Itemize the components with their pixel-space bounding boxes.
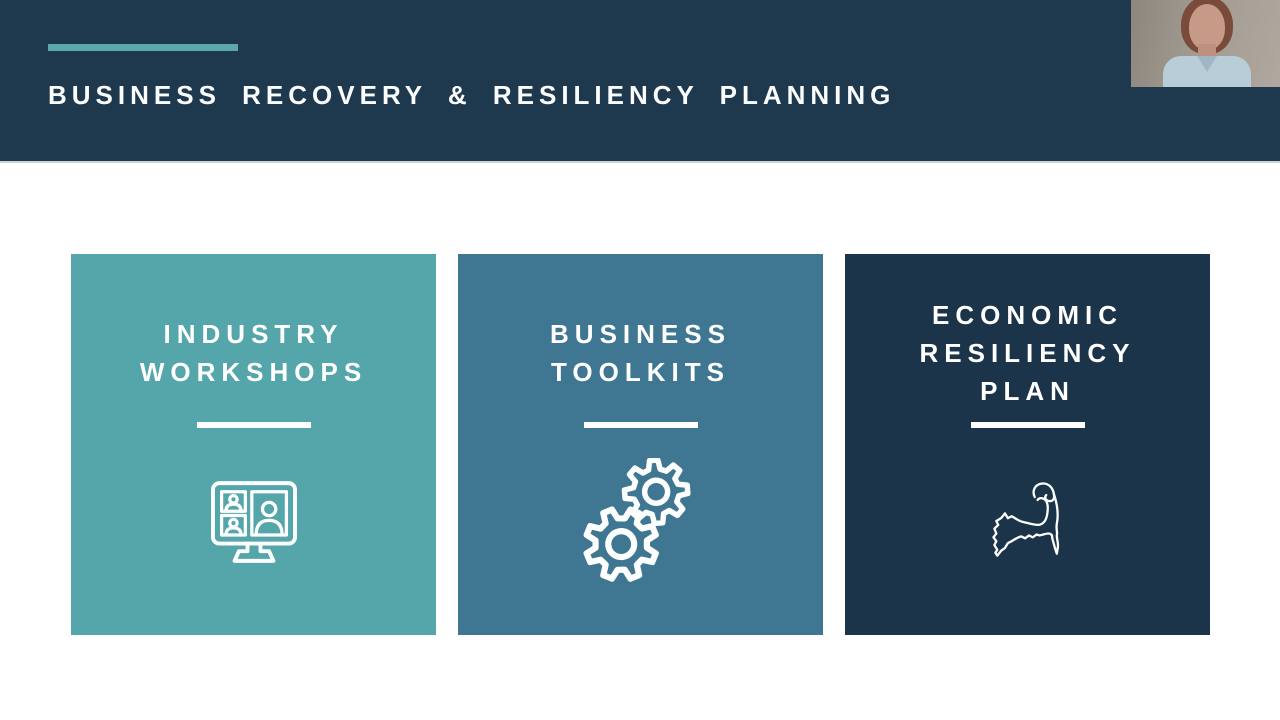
card-title-line: RESILIENCY xyxy=(919,338,1136,368)
title-divider xyxy=(583,422,698,428)
card-title-line: BUSINESS xyxy=(550,319,731,349)
video-conference-icon xyxy=(210,481,297,563)
card-title-line: INDUSTRY xyxy=(163,319,344,349)
card-title: BUSINESS TOOLKITS xyxy=(466,280,815,426)
title-divider xyxy=(970,422,1085,428)
presenter-face xyxy=(1189,4,1225,50)
card-row: INDUSTRY WORKSHOPS xyxy=(71,254,1210,635)
card-title-line: PLAN xyxy=(980,376,1075,406)
accent-bar xyxy=(48,44,238,51)
presenter-webcam-video xyxy=(1131,0,1280,87)
card-industry-workshops: INDUSTRY WORKSHOPS xyxy=(71,254,436,635)
card-title-line: WORKSHOPS xyxy=(139,357,368,387)
card-business-toolkits: BUSINESS TOOLKITS xyxy=(458,254,823,635)
card-title: INDUSTRY WORKSHOPS xyxy=(79,280,428,426)
slide-title: BUSINESS RECOVERY & RESILIENCY PLANNING xyxy=(48,80,896,110)
slide-header: BUSINESS RECOVERY & RESILIENCY PLANNING xyxy=(0,0,1280,163)
card-economic-resiliency-plan: ECONOMIC RESILIENCY PLAN xyxy=(845,254,1210,635)
gears-icon xyxy=(582,458,700,586)
card-title: ECONOMIC RESILIENCY PLAN xyxy=(853,280,1202,426)
card-title-line: ECONOMIC xyxy=(932,300,1123,330)
card-title-line: TOOLKITS xyxy=(551,357,730,387)
cape-cod-map-icon xyxy=(991,482,1059,557)
title-divider xyxy=(196,422,311,428)
